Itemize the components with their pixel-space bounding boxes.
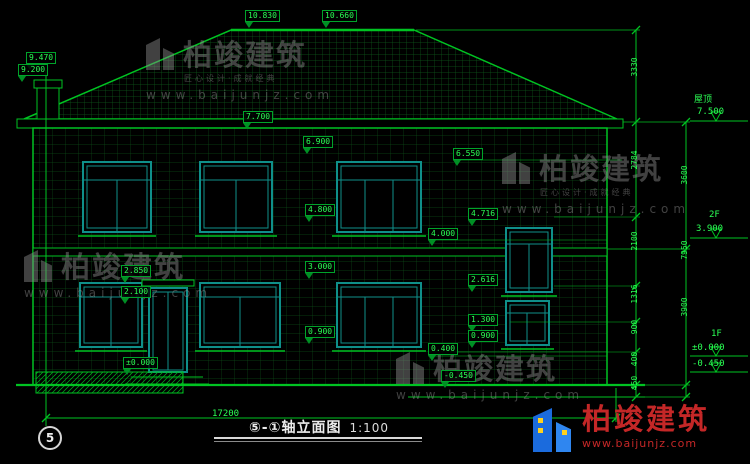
window-1f-right xyxy=(336,282,422,348)
window-2f-mid xyxy=(199,161,273,233)
elevation-label: 1.300 xyxy=(468,314,499,332)
elevation-label: 2.616 xyxy=(468,274,499,292)
elevation-label: 9.470 xyxy=(26,52,57,70)
elevation-label: 0.900 xyxy=(305,326,336,344)
brand-logo-icon xyxy=(532,404,574,454)
elevation-label: 0.900 xyxy=(468,330,499,348)
dim-value: 3330 xyxy=(630,57,639,77)
elevation-label: ±0.000 xyxy=(123,357,158,375)
level-2f-value: 3.900 xyxy=(696,224,724,234)
level-2f-label: 2F xyxy=(709,210,720,220)
elevation-label: 4.800 xyxy=(305,204,336,222)
dimension-lines xyxy=(41,25,748,426)
window-2f-right xyxy=(336,161,422,233)
roof xyxy=(16,28,624,129)
leader-lines xyxy=(428,159,640,357)
window-1f-small xyxy=(505,300,550,346)
dim-value: 450 xyxy=(630,375,639,391)
dim-value: 2100 xyxy=(630,231,639,251)
title-underline xyxy=(214,437,422,439)
axis-title: ⑤-①轴立面图 xyxy=(248,420,342,436)
level-roof-value: 7.500 xyxy=(697,107,725,117)
elevation-label: -0.450 xyxy=(441,370,476,388)
level-1f-value: ±0.000 xyxy=(692,343,725,353)
window-2f-left xyxy=(82,161,152,233)
level-below-value: -0.450 xyxy=(692,359,725,369)
brand-name: 柏竣建筑 xyxy=(582,402,711,436)
dim-value: 7950 xyxy=(680,240,689,260)
brand-url: www.baijunjz.com xyxy=(582,437,698,451)
elevation-label: 10.660 xyxy=(322,10,357,28)
dim-value: 3600 xyxy=(680,165,689,185)
window-1f-mid xyxy=(199,282,281,348)
elevation-label: 4.000 xyxy=(428,228,459,246)
level-1f-label: 1F xyxy=(711,329,722,339)
ground xyxy=(16,371,645,398)
elevation-label: 2.100 xyxy=(121,286,152,304)
brand-logo: 柏竣建筑 www.baijunjz.com xyxy=(532,404,710,454)
window-stair xyxy=(505,227,553,293)
elevation-label: 3.000 xyxy=(305,261,336,279)
elevation-label: 0.400 xyxy=(428,343,459,361)
elevation-label: 6.550 xyxy=(453,148,484,166)
level-roof-label: 屋顶 xyxy=(694,95,713,105)
title-underline-thin xyxy=(214,441,422,442)
elevation-label: 7.700 xyxy=(243,111,274,129)
dim-value: 1316 xyxy=(630,284,639,304)
dim-value: 2784 xyxy=(630,150,639,170)
elevation-label: 6.900 xyxy=(303,136,334,154)
elevation-label: 9.200 xyxy=(18,64,49,82)
elevation-label: 4.716 xyxy=(468,208,499,226)
elevation-label: 2.850 xyxy=(121,265,152,283)
drawing-title: ⑤-①轴立面图 1:100 xyxy=(214,417,424,437)
dim-value-total-width: 17200 xyxy=(212,409,240,419)
sills xyxy=(75,235,557,352)
elevation-label: 10.830 xyxy=(245,10,280,28)
dim-value: 900 xyxy=(630,319,639,335)
dim-value: 3900 xyxy=(680,297,689,317)
sheet-number-bubble: 5 xyxy=(38,426,62,450)
drawing-scale: 1:100 xyxy=(349,421,390,435)
chimney xyxy=(33,70,63,120)
